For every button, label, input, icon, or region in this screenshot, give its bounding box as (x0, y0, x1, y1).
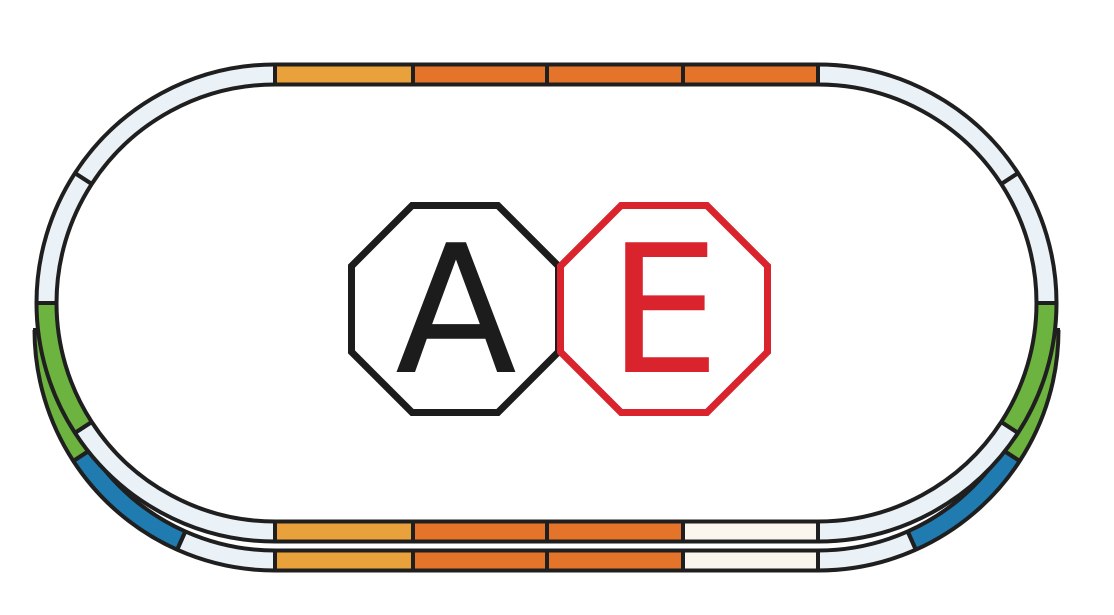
track-piece (908, 451, 1019, 548)
brand-logo: A E (348, 202, 771, 416)
track-joint (905, 529, 919, 552)
track-piece (38, 302, 91, 432)
logo-octagon-right (557, 202, 771, 416)
inner-track-loop (34, 62, 1059, 544)
track-joint (174, 529, 188, 552)
track-joint (72, 419, 95, 436)
logo-letter-left: A (395, 207, 517, 414)
logo-letter-right: E (608, 207, 720, 414)
logo-octagon-left (348, 202, 562, 416)
track-joint (72, 170, 95, 187)
track-piece (1002, 174, 1055, 304)
track-piece (177, 533, 276, 569)
track-joint (998, 419, 1021, 436)
track-piece (1002, 302, 1055, 432)
track-piece (817, 423, 1017, 540)
track-piece (817, 66, 1017, 183)
track-piece (817, 533, 916, 569)
track-piece (76, 423, 276, 540)
track-joint (998, 170, 1021, 187)
track-piece (74, 451, 185, 548)
outer-track-loop (32, 328, 1061, 573)
track-piece (38, 174, 91, 304)
track-piece (76, 66, 276, 183)
